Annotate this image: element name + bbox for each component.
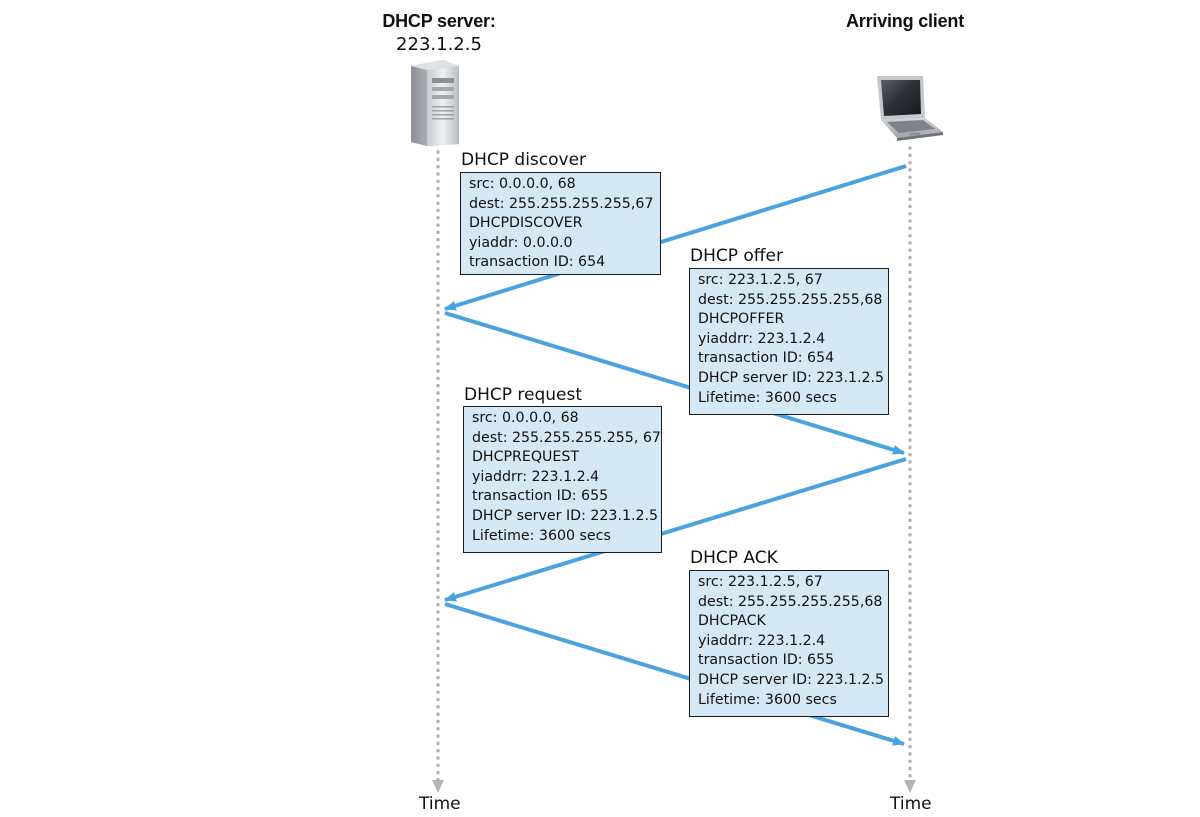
discover-field: transaction ID: 654 bbox=[469, 254, 606, 271]
offer-message-box: src: 223.1.2.5, 67 dest: 255.255.255.255… bbox=[689, 268, 889, 415]
request-message-box: src: 0.0.0.0, 68 dest: 255.255.255.255, … bbox=[463, 406, 662, 553]
ack-title: DHCP ACK bbox=[690, 548, 778, 568]
server-tower-icon bbox=[409, 58, 461, 148]
discover-arrow bbox=[444, 164, 907, 311]
server-time-arrowhead bbox=[432, 780, 444, 793]
offer-field: yiaddrr: 223.1.2.4 bbox=[698, 330, 826, 347]
discover-title: DHCP discover bbox=[461, 150, 587, 170]
discover-field: src: 0.0.0.0, 68 bbox=[469, 176, 576, 192]
server-title: DHCP server: bbox=[382, 11, 496, 31]
ack-field: DHCP server ID: 223.1.2.5 bbox=[698, 671, 885, 688]
request-title: DHCP request bbox=[464, 385, 583, 405]
ack-field: src: 223.1.2.5, 67 bbox=[698, 574, 823, 590]
laptop-icon bbox=[873, 74, 945, 142]
client-title: Arriving client bbox=[845, 11, 965, 31]
client-time-label: Time bbox=[890, 794, 932, 814]
request-field: yiaddrr: 223.1.2.4 bbox=[472, 468, 600, 485]
request-field: src: 0.0.0.0, 68 bbox=[472, 410, 579, 426]
server-time-label: Time bbox=[419, 794, 461, 814]
server-address: 223.1.2.5 bbox=[396, 34, 482, 55]
offer-field: Lifetime: 3600 secs bbox=[698, 389, 837, 406]
ack-field: Lifetime: 3600 secs bbox=[698, 691, 837, 708]
request-field: Lifetime: 3600 secs bbox=[472, 527, 611, 544]
offer-field: transaction ID: 654 bbox=[698, 350, 835, 367]
request-field: dest: 255.255.255.255, 67 bbox=[472, 429, 661, 446]
request-field: DHCPREQUEST bbox=[472, 449, 580, 466]
ack-field: yiaddrr: 223.1.2.4 bbox=[698, 632, 826, 649]
discover-field: dest: 255.255.255.255,67 bbox=[469, 195, 654, 212]
offer-field: DHCP server ID: 223.1.2.5 bbox=[698, 369, 885, 386]
offer-field: src: 223.1.2.5, 67 bbox=[698, 272, 823, 288]
discover-field: DHCPDISCOVER bbox=[469, 215, 583, 232]
offer-arrow bbox=[444, 311, 905, 455]
request-field: DHCP server ID: 223.1.2.5 bbox=[472, 507, 659, 524]
offer-field: dest: 255.255.255.255,68 bbox=[698, 291, 883, 308]
offer-title: DHCP offer bbox=[690, 246, 783, 266]
ack-field: transaction ID: 655 bbox=[698, 652, 835, 669]
request-field: transaction ID: 655 bbox=[472, 488, 609, 505]
ack-arrow bbox=[444, 602, 905, 746]
ack-field: DHCPACK bbox=[698, 613, 766, 630]
discover-message-box: src: 0.0.0.0, 68 dest: 255.255.255.255,6… bbox=[460, 172, 661, 275]
discover-field: yiaddr: 0.0.0.0 bbox=[469, 234, 573, 251]
client-time-arrowhead bbox=[904, 780, 916, 793]
request-arrow bbox=[444, 457, 907, 602]
ack-field: dest: 255.255.255.255,68 bbox=[698, 593, 883, 610]
ack-message-box: src: 223.1.2.5, 67 dest: 255.255.255.255… bbox=[689, 570, 889, 717]
offer-field: DHCPOFFER bbox=[698, 311, 785, 328]
